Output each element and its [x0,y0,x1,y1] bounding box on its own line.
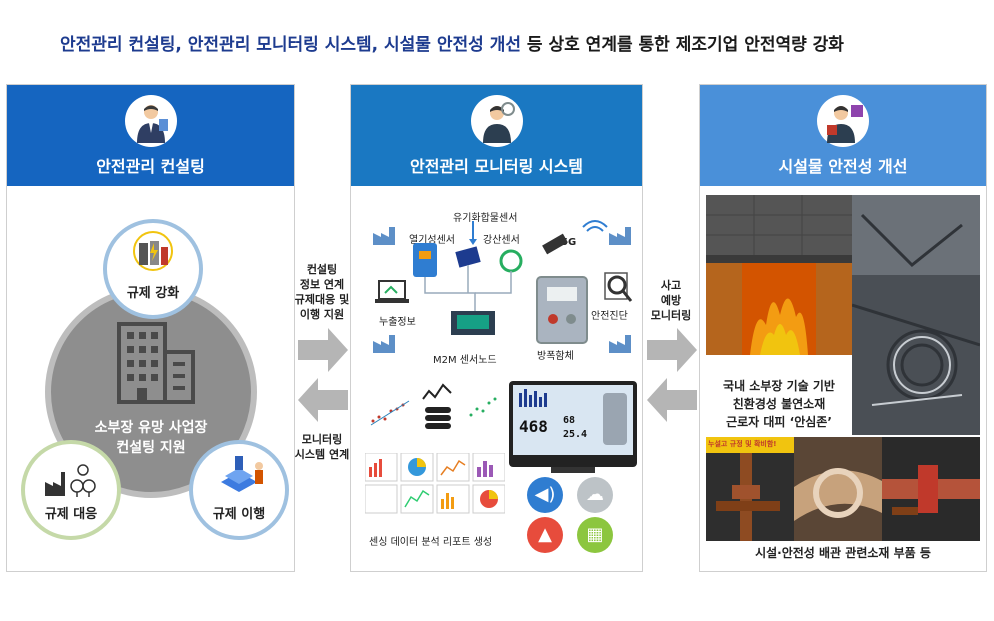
monitor-value-3: 25.4 [563,429,588,440]
circle-strengthen-label: 규제 강화 [126,286,180,301]
label-m2m-node: M2M 센서노드 [433,355,497,366]
arrow-left-bottom-line: 시스템 연계 [294,448,350,461]
label-organic-sensor: 유기화합물센서 [453,213,518,224]
headline-rest: 등 상호 연계를 통한 제조기업 안전역량 강화 [521,35,844,55]
caption-line2: 친환경성 불연소재 [732,397,826,411]
arrow-left-top-line: 정보 연계 [299,278,345,291]
circle-implement-label: 규제 이행 [212,507,266,522]
facility-bottom-caption: 시설·안전성 배관 관련소재 부품 등 [755,546,931,560]
circle-regulation-response: 규제 대응 [21,440,121,540]
damaged-machinery-photo [852,195,980,435]
caption-line1: 국내 소부장 기술 기반 [723,379,835,393]
arrow-left-top-line: 컨설팅 [306,263,338,276]
data-analytics-icons [370,383,497,429]
anshim-zone-caption: 국내 소부장 기술 기반 친환경성 불연소재 근로자 대피 ‘안심존’ [706,373,852,435]
monitoring-screen: 468 68 25.4 [509,381,637,467]
label-5g: 5G [561,237,577,248]
arrow-left-bottom-line: 모니터링 [301,433,343,446]
circle-regulation-implement: 규제 이행 [189,440,289,540]
arrow-right-2 [647,328,697,372]
rusty-pipe-photo-2 [794,437,882,541]
building-icon [117,322,195,404]
monitor-value-2: 68 [563,415,576,426]
caption-line3: 근로자 대피 ‘안심존’ [726,415,832,429]
engineer-avatar-icon [470,95,523,147]
panel-facility: 시설물 안전성 개선 국내 소부장 기술 기반 친환경성 불연소재 근 [699,84,987,572]
sensor-network-diagram [373,220,633,353]
circle-regulation-strengthen: 규제 강화 [103,219,203,319]
consultant-avatar-icon [124,95,177,147]
arrow-left-top-line: 이행 지원 [299,308,345,321]
arrow-right-top-line: 예방 [660,294,682,307]
label-leak-info: 누출정보 [379,317,416,328]
arrow-left-top-line: 규제대응 및 [294,293,350,306]
calendar-icon: ▦ [577,517,613,553]
arrow-left-top-text: 컨설팅 정보 연계 규제대응 및 이행 지원 [294,262,350,322]
rusty-pipe-photo-3 [882,437,980,541]
weather-icon: ☁ [577,477,613,513]
label-explosion-box: 방폭함체 [537,351,574,362]
server-worker-icon [221,456,263,492]
arrow-right-1 [298,328,348,372]
headline-highlight: 안전관리 컨설팅, 안전관리 모니터링 시스템, 시설물 안전성 개선 [60,35,521,55]
monitor-stand [551,467,595,473]
panel-consulting: 안전관리 컨설팅 소부장 유망 사업장 컨설팅 지원 [6,84,295,572]
fire-shutter-photo [706,195,852,355]
center-label-line1: 소부장 유망 사업장 [94,420,208,436]
label-heat-sensor: 열기성센서 [409,235,455,246]
battery-lightning-icon [133,231,173,271]
label-report-caption: 센싱 데이터 분석 리포트 생성 [369,537,493,548]
report-thumbnails [365,453,505,514]
headline: 안전관리 컨설팅, 안전관리 모니터링 시스템, 시설물 안전성 개선 등 상호… [60,30,844,55]
facility-avatar-icon [817,95,869,147]
arrow-left-bottom-text: 모니터링 시스템 연계 [294,432,350,462]
factory-trees-icon [45,464,96,497]
arrow-left-2 [647,378,697,422]
panel-facility-header: 시설물 안전성 개선 [700,85,986,186]
panel-consulting-title: 안전관리 컨설팅 [96,157,205,176]
arrow-right-top-line: 모니터링 [650,309,692,322]
panel-facility-title: 시설물 안전성 개선 [778,157,908,176]
arrow-left-1 [298,378,348,422]
warning-sign-text: 누설고 규정 및 확비함! [708,440,777,448]
panel-monitoring-title: 안전관리 모니터링 시스템 [409,157,584,176]
panel-monitoring-header: 안전관리 모니터링 시스템 [351,85,642,186]
speaker-icon: ◀) [527,477,563,513]
panel-consulting-header: 안전관리 컨설팅 [7,85,294,186]
center-label-line2: 컨설팅 지원 [116,440,186,456]
label-acid-sensor: 강산센서 [483,235,520,246]
arrow-right-top-text: 사고 예방 모니터링 [643,278,699,323]
alarm-icon: ▲ [527,517,563,553]
arrow-right-top-line: 사고 [660,279,682,292]
panel-monitoring: 안전관리 모니터링 시스템 유기화합물센서 열기성센서 강산센서 5G [350,84,643,572]
label-safety-diag: 안전진단 [591,311,628,322]
rusty-pipe-photo-1 [706,437,794,541]
monitor-value-main: 468 [519,417,548,436]
circle-response-label: 규제 대응 [44,507,98,522]
